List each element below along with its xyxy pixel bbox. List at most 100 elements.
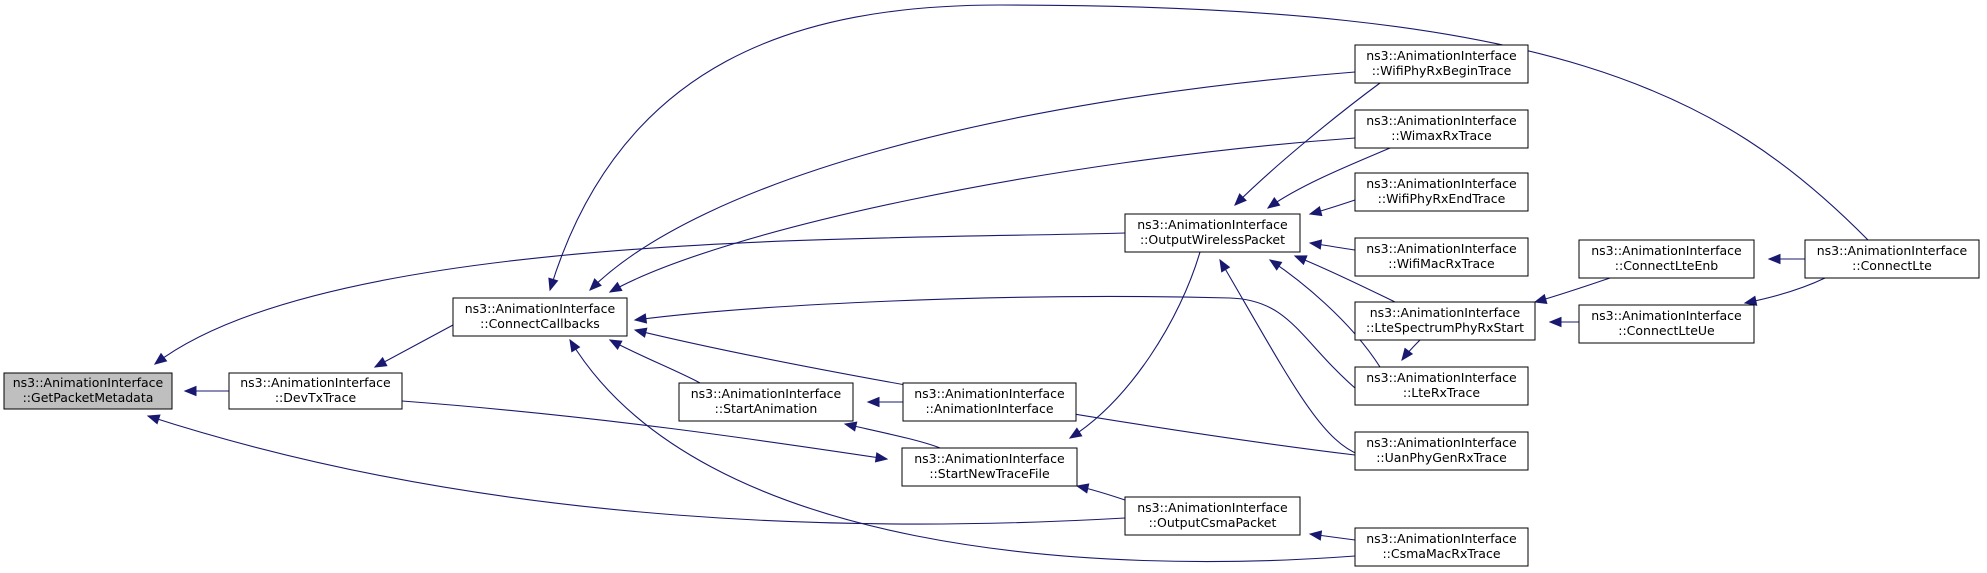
node-box <box>1578 239 1755 279</box>
arrowhead <box>183 385 197 397</box>
node-box <box>1354 431 1529 471</box>
edge-lterxtrace-to-connectcallbacks <box>633 295 1356 389</box>
edge-outputwirelesspacket-to-startnewtracefile <box>1068 251 1201 439</box>
node-box <box>3 372 173 410</box>
node-namespace: ns3::AnimationInterface <box>1366 176 1517 191</box>
node-method: ::ConnectLte <box>1852 258 1932 273</box>
edge-outputcsmapacket-to-getpacketmetadata <box>146 414 1126 525</box>
edge-startnewtracefile-to-startanimation <box>843 421 941 449</box>
node-box <box>1578 304 1755 344</box>
edge-connectlte-to-connectcallbacks <box>548 4 1869 292</box>
node-box <box>228 372 403 410</box>
node-method: ::StartNewTraceFile <box>929 466 1050 481</box>
node-connectlte[interactable]: ns3::AnimationInterface ::ConnectLte <box>1804 239 1980 279</box>
node-method: ::ConnectLteEnb <box>1615 258 1718 273</box>
arrowhead <box>1743 295 1758 306</box>
node-namespace: ns3::AnimationInterface <box>1591 243 1742 258</box>
node-animationinterface[interactable]: ns3::AnimationInterface ::AnimationInter… <box>902 382 1077 422</box>
edge-connectlte-to-connectlteue <box>1743 277 1826 306</box>
arrowhead <box>373 356 388 368</box>
node-outputwirelesspacket[interactable]: ns3::AnimationInterface ::OutputWireless… <box>1124 213 1301 253</box>
node-namespace: ns3::AnimationInterface <box>1366 241 1517 256</box>
node-method: ::UanPhyGenRxTrace <box>1376 450 1507 465</box>
arrowhead <box>1293 255 1308 266</box>
arrowhead <box>1548 316 1562 328</box>
edge-lterxtrace-to-outputwirelesspacket <box>1268 259 1381 368</box>
edge-connectlteue-to-ltespectrumphyrxstart <box>1548 316 1579 328</box>
edge-uanphygenrxtrace-to-outputwirelesspacket <box>1219 258 1361 456</box>
edge-connectlte-to-connectlteenb <box>1767 253 1805 265</box>
arrowhead <box>866 396 880 408</box>
edge-devtxtrace-to-getpacketmetadata <box>183 385 229 397</box>
edge-animationinterface-to-startanimation <box>866 396 903 408</box>
node-getpacketmetadata[interactable]: ns3::AnimationInterface ::GetPacketMetad… <box>3 372 173 410</box>
arrowhead <box>633 327 648 338</box>
edge-wimaxrxtrace-to-connectcallbacks <box>608 137 1356 293</box>
node-method: ::LteRxTrace <box>1403 385 1481 400</box>
node-box <box>1124 213 1301 253</box>
node-namespace: ns3::AnimationInterface <box>465 301 616 316</box>
arrowhead <box>608 339 623 350</box>
arrowhead <box>1308 530 1323 541</box>
node-wifiphyrxbegintrace[interactable]: ns3::AnimationInterface ::WifiPhyRxBegin… <box>1354 44 1529 84</box>
node-box <box>452 297 628 337</box>
node-csmamacrxtrace[interactable]: ns3::AnimationInterface ::CsmaMacRxTrace <box>1354 527 1529 567</box>
edge-wifiphyrxbegintrace-to-connectcallbacks <box>589 71 1356 291</box>
node-namespace: ns3::AnimationInterface <box>914 451 1065 466</box>
edge-wifimacrxtrace-to-outputwirelesspacket <box>1308 239 1356 251</box>
arrowhead <box>1219 258 1231 273</box>
node-namespace: ns3::AnimationInterface <box>1366 435 1517 450</box>
node-method: ::ConnectCallbacks <box>480 316 600 331</box>
edge-wimaxrxtrace-to-outputwirelesspacket <box>1266 147 1391 209</box>
node-ltespectrumphyrxstart[interactable]: ns3::AnimationInterface ::LteSpectrumPhy… <box>1354 301 1536 341</box>
node-connectlteue[interactable]: ns3::AnimationInterface ::ConnectLteUe <box>1578 304 1755 344</box>
arrowhead <box>548 277 559 292</box>
edge-ltespectrumphyrxstart-to-lterxtrace <box>1401 339 1421 362</box>
edge-connectlteenb-to-ltespectrumphyrxstart <box>1533 277 1611 304</box>
node-wifiphyrxendtrace[interactable]: ns3::AnimationInterface ::WifiPhyRxEndTr… <box>1354 172 1529 212</box>
arrowhead <box>153 352 168 365</box>
edge-devtxtrace-to-startnewtracefile <box>401 400 889 463</box>
node-namespace: ns3::AnimationInterface <box>13 375 164 390</box>
edge-outputcsmapacket-to-startnewtracefile <box>1075 483 1126 501</box>
node-layer: ns3::AnimationInterface ::GetPacketMetad… <box>3 44 1980 567</box>
arrowhead <box>1266 197 1281 209</box>
node-lterxtrace[interactable]: ns3::AnimationInterface ::LteRxTrace <box>1354 366 1529 406</box>
node-box <box>1354 301 1536 341</box>
node-namespace: ns3::AnimationInterface <box>240 375 391 390</box>
node-outputcsmapacket[interactable]: ns3::AnimationInterface ::OutputCsmaPack… <box>1124 496 1301 536</box>
node-method: ::DevTxTrace <box>275 390 357 405</box>
node-connectcallbacks[interactable]: ns3::AnimationInterface ::ConnectCallbac… <box>452 297 628 337</box>
arrowhead <box>1308 205 1323 217</box>
node-box <box>1354 44 1529 84</box>
node-wimaxrxtrace[interactable]: ns3::AnimationInterface ::WimaxRxTrace <box>1354 109 1529 149</box>
node-method: ::AnimationInterface <box>925 401 1053 416</box>
node-namespace: ns3::AnimationInterface <box>1137 500 1288 515</box>
node-box <box>1354 172 1529 212</box>
arrowhead <box>1234 193 1247 206</box>
node-startnewtracefile[interactable]: ns3::AnimationInterface ::StartNewTraceF… <box>901 447 1078 487</box>
arrowhead <box>633 313 648 324</box>
node-connectlteenb[interactable]: ns3::AnimationInterface ::ConnectLteEnb <box>1578 239 1755 279</box>
arrowhead <box>1308 239 1323 250</box>
edge-layer <box>146 4 1869 563</box>
arrowhead <box>608 281 623 293</box>
arrowhead <box>1533 293 1548 304</box>
node-namespace: ns3::AnimationInterface <box>1591 308 1742 323</box>
node-method: ::WimaxRxTrace <box>1391 128 1492 143</box>
node-box <box>901 447 1078 487</box>
arrowhead <box>1767 253 1781 265</box>
node-namespace: ns3::AnimationInterface <box>1366 531 1517 546</box>
arrowhead <box>1268 259 1283 271</box>
node-method: ::LteSpectrumPhyRxStart <box>1366 320 1524 335</box>
node-wifimacrxtrace[interactable]: ns3::AnimationInterface ::WifiMacRxTrace <box>1354 237 1529 277</box>
node-uanphygenrxtrace[interactable]: ns3::AnimationInterface ::UanPhyGenRxTra… <box>1354 431 1529 471</box>
arrowhead <box>589 278 602 291</box>
node-box <box>678 382 854 422</box>
edge-startanimation-to-connectcallbacks <box>608 339 701 384</box>
node-startanimation[interactable]: ns3::AnimationInterface ::StartAnimation <box>678 382 854 422</box>
node-namespace: ns3::AnimationInterface <box>1366 48 1517 63</box>
node-method: ::WifiMacRxTrace <box>1388 256 1495 271</box>
edge-csmamacrxtrace-to-connectcallbacks <box>569 338 1356 563</box>
node-devtxtrace[interactable]: ns3::AnimationInterface ::DevTxTrace <box>228 372 403 410</box>
